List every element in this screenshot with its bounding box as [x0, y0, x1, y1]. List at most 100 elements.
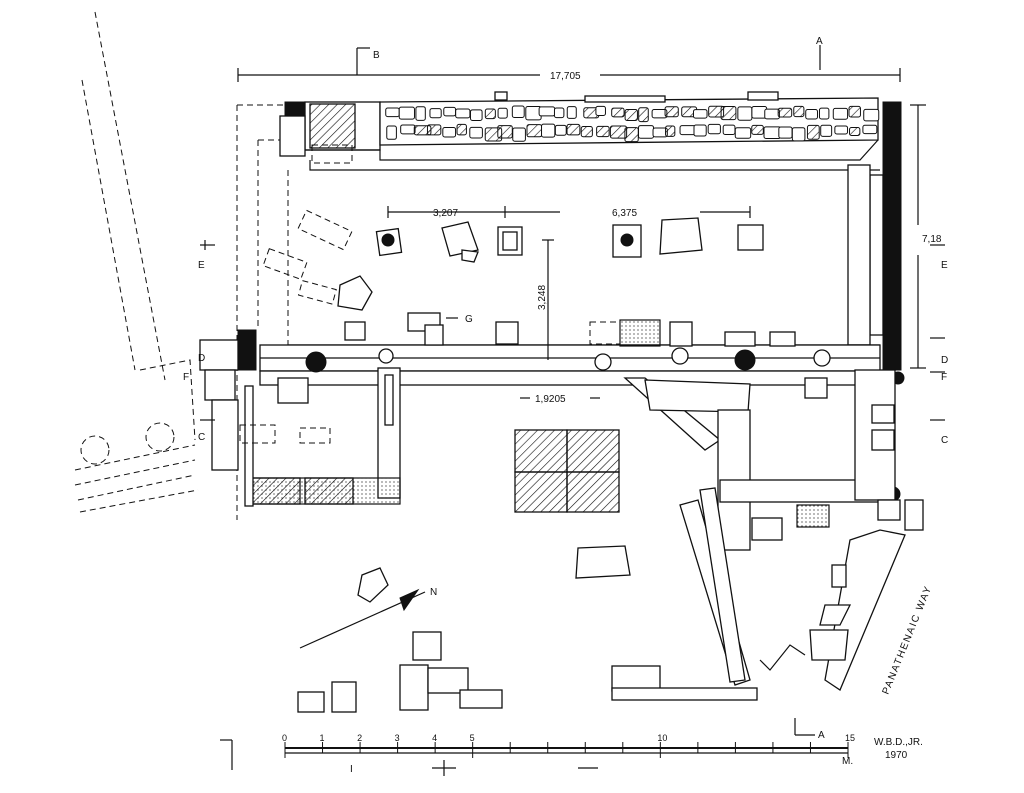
rubble-stone	[385, 107, 400, 118]
section-f-right: F	[941, 372, 947, 383]
rubble-stone	[834, 125, 849, 135]
section-e-right: E	[941, 260, 948, 271]
rubble-stone	[791, 127, 806, 142]
rubble-stone	[386, 125, 397, 140]
section-a-top: A	[816, 36, 823, 47]
dim-span-center: 1,9205	[535, 394, 566, 405]
rubble-stone	[442, 127, 457, 138]
west-annex	[199, 339, 401, 507]
street-label: PANATHENAIC WAY	[881, 584, 935, 696]
rubble-stone	[818, 107, 830, 120]
rubble-stone	[638, 125, 655, 139]
rubble-stone	[707, 123, 721, 135]
main-room	[259, 170, 881, 386]
north-wall	[279, 91, 880, 171]
rubble-stone	[456, 123, 467, 136]
scale-label: 5	[470, 733, 475, 743]
central-paving	[514, 429, 620, 513]
dim-overall-depth: 7,18	[922, 234, 942, 245]
scattered-blocks	[297, 545, 631, 713]
section-e-left: E	[198, 260, 205, 271]
rubble-stone	[596, 125, 610, 138]
scale-label: 1	[320, 733, 325, 743]
rubble-stone	[611, 107, 625, 118]
fallen-blocks	[262, 144, 353, 305]
east-wall-solid	[882, 101, 902, 371]
dim-inner-depth: 3,248	[537, 285, 548, 310]
rubble-stone	[429, 108, 442, 119]
rubble-stone	[469, 109, 483, 121]
rubble-stone	[862, 124, 878, 135]
footer-mark: I	[350, 764, 353, 775]
scale-label: 4	[432, 733, 437, 743]
rubble-stone	[793, 105, 805, 118]
rubble-stone	[664, 106, 679, 118]
north-label: N	[430, 587, 437, 598]
rubble-stone	[863, 108, 880, 122]
dim-overall-width: 17,705	[550, 71, 581, 82]
rubble-stone	[443, 106, 457, 117]
dim-interval-right: 6,375	[612, 208, 637, 219]
rubble-stone	[497, 125, 513, 139]
rubble-stone	[679, 125, 697, 136]
section-f-left: F	[183, 372, 189, 383]
scale-unit: M.	[842, 756, 853, 767]
rubble-stone	[734, 127, 752, 139]
section-c-left: C	[198, 432, 205, 443]
section-markers	[200, 45, 945, 736]
column-drums	[237, 329, 905, 502]
rubble-stone	[737, 106, 753, 121]
scale-label: 3	[395, 733, 400, 743]
rubble-stone	[426, 124, 442, 136]
scale-label: 0	[282, 733, 287, 743]
rubble-stone	[805, 109, 818, 120]
rubble-stone	[400, 124, 416, 135]
rubble-stone	[832, 107, 849, 120]
section-g: G	[465, 314, 473, 325]
dimension-lines	[237, 68, 926, 399]
rubble-stone	[777, 107, 793, 118]
rubble-stone	[566, 106, 577, 119]
rubble-stone	[848, 105, 861, 118]
scale-label: 15	[845, 733, 855, 743]
rubble-stone	[469, 126, 483, 139]
rubble-stone	[526, 124, 543, 138]
rubble-stone	[692, 109, 708, 119]
north-arrow: N	[299, 587, 437, 649]
rubble-stone	[624, 127, 639, 143]
section-c-right: C	[941, 435, 948, 446]
rubble-stone	[512, 127, 526, 142]
rubble-stone	[553, 107, 565, 119]
rubble-stone	[763, 126, 782, 139]
rubble-stone	[415, 106, 426, 121]
credit-year: 1970	[885, 750, 908, 761]
rubble-stone	[580, 126, 593, 138]
rubble-stone	[566, 123, 581, 136]
rubble-stone	[849, 126, 861, 137]
dim-interval-left: 3,207	[433, 208, 458, 219]
section-d-left: D	[198, 353, 205, 364]
rubble-stone	[806, 124, 820, 140]
scale-label: 2	[357, 733, 362, 743]
panathenaic-way-blocks	[759, 499, 924, 691]
rubble-stone	[554, 124, 567, 136]
rubble-stone	[751, 124, 764, 135]
rubble-stone	[720, 106, 737, 121]
column-bases	[337, 217, 796, 347]
rubble-stone	[455, 108, 471, 119]
rubble-stone	[764, 108, 780, 120]
rubble-stone	[541, 123, 556, 138]
rubble-stone	[398, 106, 415, 120]
rubble-stone	[624, 109, 638, 122]
section-a-bottom: A	[818, 730, 825, 741]
rubble-stone	[722, 124, 736, 136]
rubble-stone	[693, 124, 707, 137]
rubble-stone	[609, 125, 628, 139]
rubble-stone	[497, 107, 508, 119]
credit-author: W.B.D.,JR.	[874, 737, 923, 748]
scale-label: 10	[657, 733, 667, 743]
scale-bar	[284, 742, 849, 758]
rubble-stone	[778, 126, 793, 139]
footer-arrows	[220, 739, 598, 776]
